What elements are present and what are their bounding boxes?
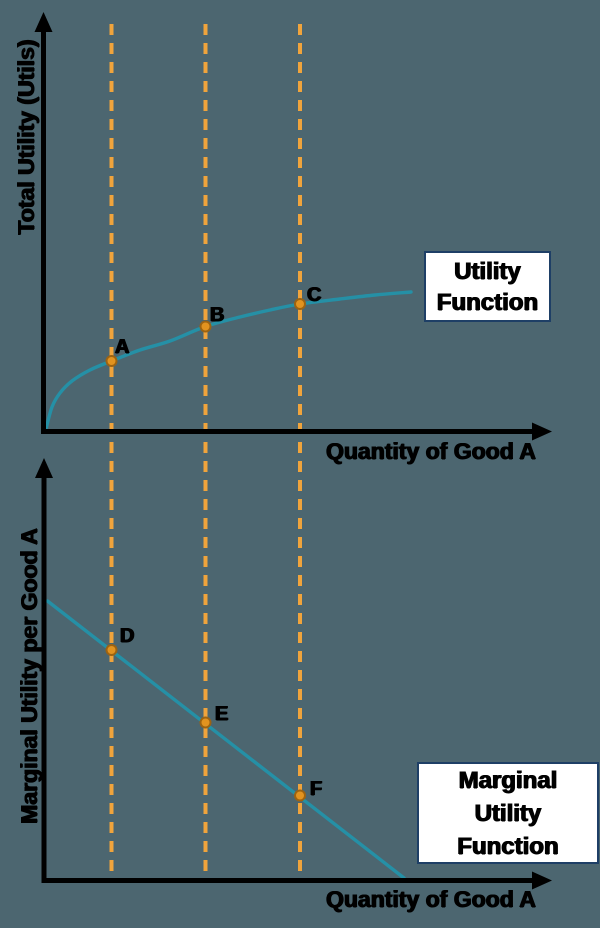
bottom-chart-x-axis-label: Quantity of Good A — [326, 886, 536, 912]
top-chart-x-axis-label: Quantity of Good A — [326, 438, 536, 464]
bottom-chart-y-axis-label: Marginal Utility per Good A — [16, 528, 42, 824]
point-label-a: A — [115, 336, 130, 358]
marginal-utility-label-line1: Marginal — [458, 766, 558, 794]
utility-function-label-line2: Function — [436, 288, 539, 316]
point-label-f: F — [310, 778, 323, 800]
point-label-d: D — [120, 625, 135, 647]
utility-function-label-box: Utility Function — [424, 251, 551, 322]
marginal-utility-label-line2: Utility — [474, 799, 542, 827]
utility-function-label-line1: Utility — [454, 257, 521, 285]
point-label-b: B — [210, 304, 225, 326]
marginal-utility-label-line3: Function — [457, 832, 559, 860]
point-label-c: C — [307, 284, 322, 306]
top-chart-y-axis-label: Total Utility (Utils) — [13, 39, 39, 235]
point-label-e: E — [215, 703, 229, 725]
marginal-utility-function-label-box: Marginal Utility Function — [417, 762, 599, 864]
